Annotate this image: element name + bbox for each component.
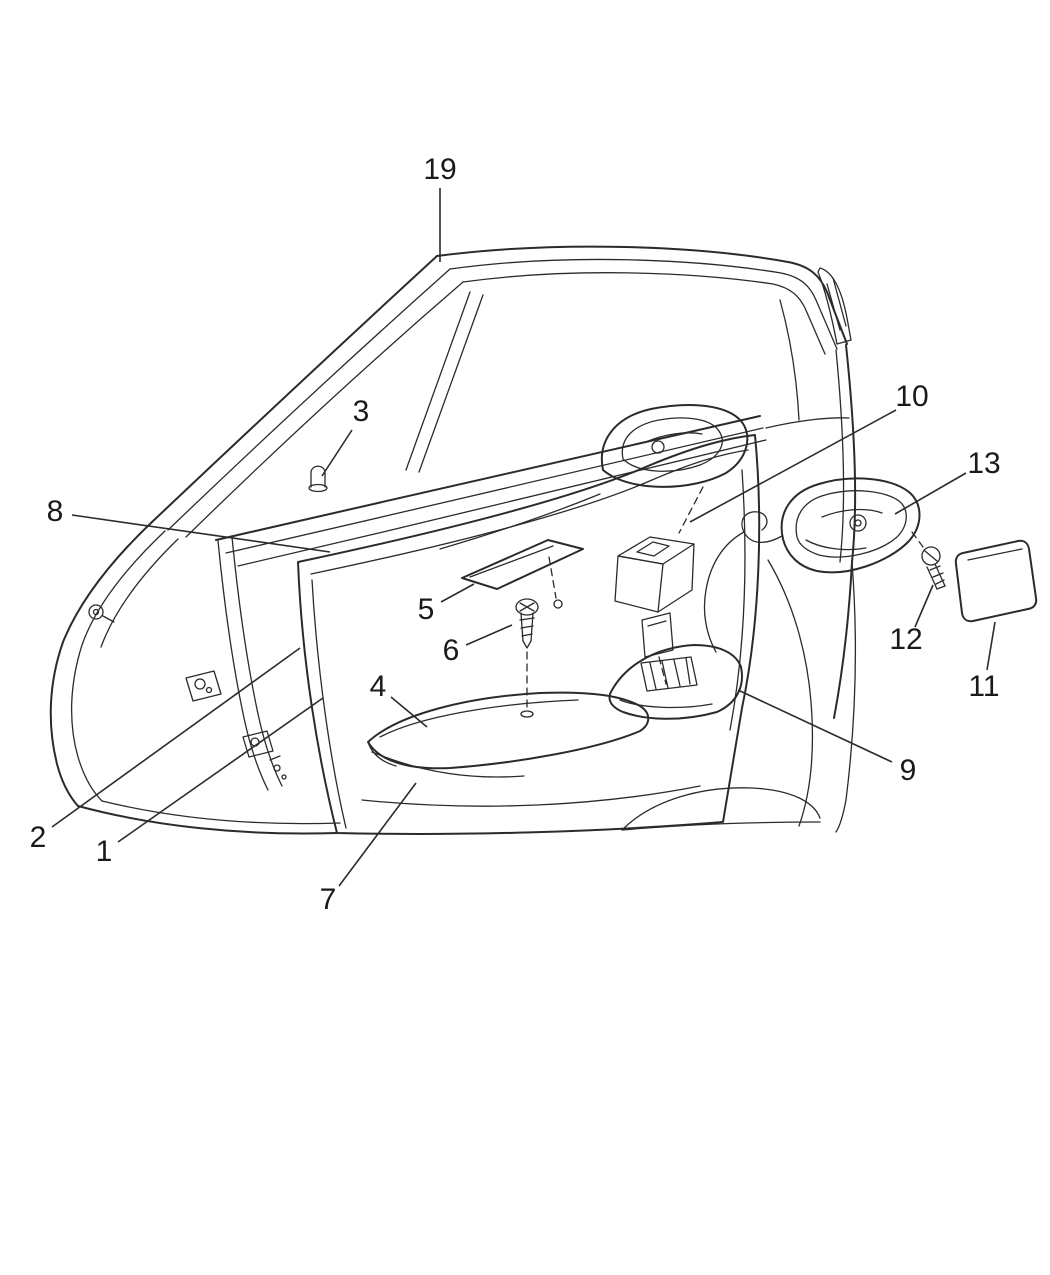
- quarter-panel-seat: [621, 344, 857, 833]
- pull-cup: [608, 644, 743, 720]
- leader-line-9: [737, 689, 893, 763]
- leader-line-7: [338, 782, 417, 887]
- access-cap: [954, 539, 1038, 623]
- leader-line-1: [117, 697, 324, 843]
- leader-line-3: [321, 429, 353, 477]
- leader-line-12: [914, 584, 934, 628]
- leader-line-6: [465, 624, 513, 646]
- belt-moldings: [215, 415, 850, 567]
- armrest: [367, 691, 650, 778]
- trim-sliver: [461, 539, 584, 609]
- release-cable: [703, 511, 783, 653]
- hinges: [185, 670, 287, 780]
- leader-line-13: [894, 472, 967, 515]
- door-front-edge: [49, 521, 341, 835]
- screw-12: [911, 531, 946, 590]
- inside-handle-assembly: [780, 477, 921, 574]
- leader-line-11: [986, 621, 996, 671]
- handle-bezel: [600, 404, 749, 534]
- leader-line-10: [689, 409, 897, 523]
- leader-line-2: [51, 647, 301, 828]
- clip-3: [308, 465, 328, 493]
- leader-line-8: [71, 514, 331, 553]
- leader-line-4: [390, 696, 428, 728]
- leader-layer: [51, 188, 996, 887]
- screw-6: [515, 598, 539, 718]
- leader-line-5: [440, 583, 475, 603]
- window-switch-unit: [614, 536, 695, 685]
- window-frame: [151, 245, 852, 538]
